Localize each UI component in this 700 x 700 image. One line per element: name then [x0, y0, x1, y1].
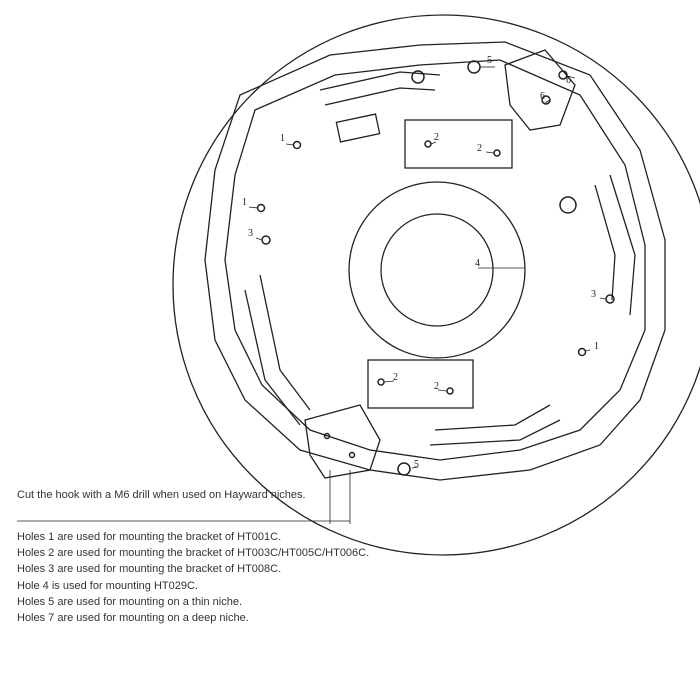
rib-top — [319, 71, 441, 106]
hole-label-5: 5 — [414, 459, 419, 470]
hole-notes: Holes 1 are used for mounting the bracke… — [17, 529, 369, 626]
cut-hook-note: Cut the hook with a M6 drill when used o… — [17, 489, 306, 501]
note-holes-7: Holes 7 are used for mounting on a deep … — [17, 612, 249, 625]
inner-rim — [224, 59, 646, 461]
hole-label-3: 3 — [248, 228, 253, 239]
hole-label-1: 1 — [280, 133, 285, 144]
hole-label-3: 3 — [591, 289, 596, 300]
hole-label-2: 2 — [434, 132, 439, 143]
hole-label-6: 6 — [540, 91, 545, 102]
hole-label-2: 2 — [477, 143, 482, 154]
hook-bracket-bottom — [304, 404, 381, 479]
note-holes-5: Holes 5 are used for mounting on a thin … — [17, 595, 243, 608]
rib-left — [244, 274, 311, 426]
note-holes-3: Holes 3 are used for mounting the bracke… — [17, 563, 282, 576]
hole-label-2: 2 — [393, 372, 398, 383]
hole-label-2: 2 — [434, 381, 439, 392]
hole-label-6: 6 — [566, 75, 571, 86]
hole-label-1: 1 — [242, 197, 247, 208]
note-holes-1: Holes 1 are used for mounting the bracke… — [17, 531, 282, 543]
note-holes-2: Holes 2 are used for mounting the bracke… — [17, 547, 370, 560]
hook-bracket-top — [504, 49, 576, 131]
note-hole-4: Hole 4 is used for mounting HT029C. — [17, 579, 198, 592]
center-ring-outer — [348, 181, 526, 359]
rib-right — [594, 174, 636, 316]
pad-bottom — [367, 359, 474, 409]
leader-lines — [17, 66, 607, 524]
outer-ring — [172, 14, 700, 556]
base-plate-outline — [204, 41, 666, 481]
pad-top — [404, 119, 513, 169]
hole-label-4: 4 — [475, 258, 480, 269]
hole-label-5: 5 — [487, 55, 492, 66]
center-ring-inner — [380, 213, 494, 327]
rib-bottom — [429, 404, 561, 446]
hole-label-1: 1 — [594, 341, 599, 352]
slot-top — [335, 113, 381, 143]
